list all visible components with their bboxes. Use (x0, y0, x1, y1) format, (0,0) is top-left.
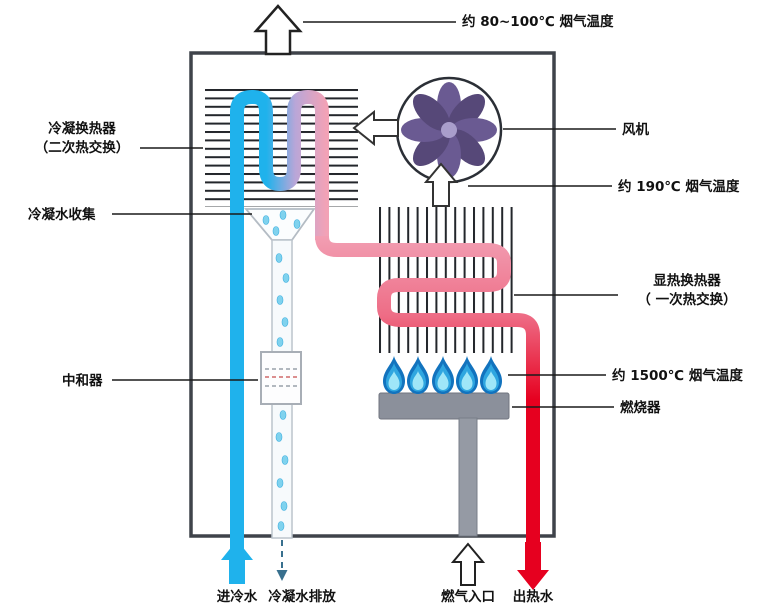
leader-lines (112, 21, 618, 408)
label-sensible-exchanger-line2: （ 一次热交换） (637, 292, 737, 308)
flame-icon (480, 356, 502, 394)
label-neutralizer: 中和器 (62, 373, 103, 389)
label-burner: 燃烧器 (620, 400, 661, 416)
condensate-drain-arrow-icon (276, 540, 288, 581)
label-gas-inlet: 燃气入口 (441, 589, 495, 605)
label-flame-temp: 约 1500℃ 烟气温度 (612, 368, 743, 384)
label-condensate-drain: 冷凝水排放 (268, 589, 336, 605)
flame-icon (383, 356, 405, 394)
label-hot-water-outlet: 出热水 (512, 589, 554, 605)
label-condensing-exchanger: 冷凝换热器 （二次热交换） (22, 120, 142, 158)
cold-water-pipe (230, 90, 329, 552)
label-mid-flue-temp: 约 190℃ 烟气温度 (618, 179, 740, 195)
gas-inlet-arrow-icon (450, 542, 486, 586)
flame-icon (407, 356, 429, 394)
burner-bar (378, 392, 510, 420)
hot-outlet-arrow-icon (517, 542, 549, 590)
label-condensate-collection: 冷凝水收集 (28, 207, 96, 223)
label-condensing-exchanger-line2: （二次热交换） (34, 140, 130, 156)
label-condensing-exchanger-line1: 冷凝换热器 (48, 121, 116, 137)
condensate-droplets-icon (262, 210, 301, 531)
flame-icon (432, 356, 454, 394)
cold-inlet-arrow-icon (221, 540, 253, 584)
label-fan: 风机 (622, 122, 649, 138)
flue-outlet-arrow-icon (253, 4, 303, 56)
flue-up-arrow-icon (423, 162, 459, 207)
fan-icon (395, 76, 503, 184)
label-flue-outlet-temp: 约 80~100℃ 烟气温度 (462, 14, 614, 30)
gas-pipe (458, 417, 478, 537)
burner-assembly (378, 356, 510, 537)
flue-left-arrow-icon (352, 109, 399, 147)
label-sensible-exchanger-line1: 显热换热器 (653, 273, 721, 289)
neutralizer-box (260, 351, 302, 405)
label-cold-water-inlet: 进冷水 (216, 589, 258, 605)
flame-icon (456, 356, 478, 394)
label-sensible-exchanger: 显热换热器 （ 一次热交换） (622, 272, 752, 310)
hot-water-pipe (315, 235, 540, 552)
